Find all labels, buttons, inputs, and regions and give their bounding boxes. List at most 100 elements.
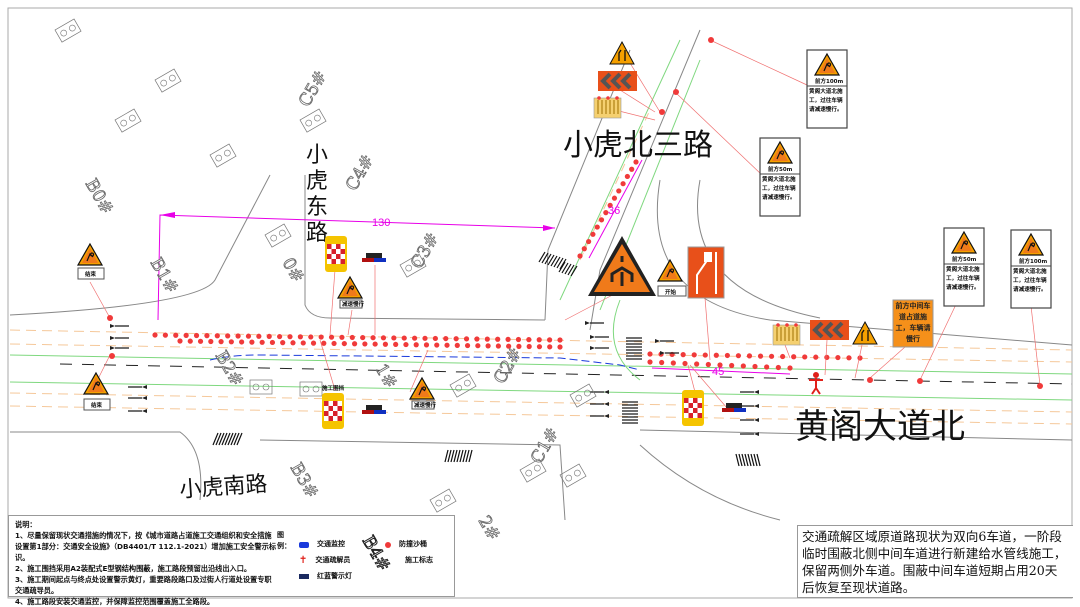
crash-barrel-dot — [239, 339, 245, 345]
dimension-130: 130 — [157, 212, 556, 321]
plot-1: 1# — [371, 361, 401, 393]
enclosure-label: 施工围挡 — [322, 384, 345, 392]
traffic-officer — [809, 372, 823, 395]
crosswalk-stripe — [465, 449, 470, 463]
legend-item-sign: 施工标志 — [405, 556, 433, 564]
crash-barrel-dot — [577, 253, 583, 259]
legend-title: 图例： — [277, 531, 291, 550]
foundation-pad — [399, 253, 427, 278]
crosswalk-stripe — [747, 453, 752, 467]
slow-sign-2: 减速慢行 — [409, 377, 437, 410]
note-item: 2、施工围挡采用A2装配式E型钢结构围蔽，施工路段预留出沿线出入口。 — [15, 564, 252, 573]
crash-barrel-dot — [245, 333, 252, 339]
svg-text:减速慢行: 减速慢行 — [342, 300, 365, 308]
crash-barrel-dot — [717, 362, 723, 368]
crash-barrel-dot — [729, 362, 735, 369]
crash-barrel-dot — [218, 339, 224, 345]
lane-arrow-head — [110, 324, 115, 328]
crosswalk-stripe — [564, 263, 572, 275]
crash-barrel-dot — [370, 335, 376, 341]
lane-lines — [9, 39, 1073, 425]
crosswalk-stripe — [738, 453, 743, 467]
crash-barrel-dot — [526, 337, 532, 343]
crash-barrel-dot — [813, 354, 819, 360]
crash-barrel-dot — [225, 333, 231, 339]
crash-barrel-dot — [341, 340, 347, 347]
legend-item-barrel: 防撞沙桶 — [385, 539, 427, 550]
lane-arrow-head — [585, 321, 590, 325]
plot-c3: C3# — [407, 230, 443, 273]
plot-b2: B2# — [211, 348, 247, 391]
camera-icon — [299, 541, 309, 548]
foundation-pad — [154, 68, 182, 93]
crash-barrel-dot — [624, 173, 630, 180]
barrier-fence — [772, 322, 801, 346]
crash-barrel-dot — [581, 246, 587, 252]
lane-arrow-head — [142, 409, 147, 413]
crash-barrel-dot — [443, 335, 449, 342]
crash-barrel-dot — [757, 353, 764, 359]
crash-barrel-dot — [328, 334, 335, 340]
foundation-pad — [449, 373, 477, 398]
crosswalk-stripe — [550, 255, 558, 267]
svg-text:前方50m: 前方50m — [768, 165, 793, 173]
plot-c5: C5# — [295, 68, 331, 111]
lane-arrow-head — [590, 335, 595, 339]
crash-barrel-dot — [768, 353, 775, 359]
crash-barrel-dot — [846, 355, 852, 361]
crosswalk-stripe — [215, 432, 222, 446]
lane-arrow-head — [754, 404, 759, 408]
crash-barrel-dot — [197, 338, 204, 344]
crash-barrel-dot — [308, 334, 314, 340]
crash-barrel-dot — [297, 334, 303, 340]
crosswalk-stripe — [468, 449, 473, 463]
crash-barrel-dot — [266, 333, 272, 340]
crash-barrel-dot — [590, 231, 596, 237]
svg-text:前方100m: 前方100m — [815, 77, 843, 85]
crash-barrel-dot — [857, 355, 863, 361]
crosswalk-stripe — [453, 449, 458, 463]
sign-post-markers — [107, 37, 1043, 389]
plot-2: 2# — [474, 513, 504, 545]
crash-barrel — [682, 390, 704, 426]
crash-barrel-dot — [824, 354, 830, 360]
lane-arrow-head — [604, 414, 609, 418]
crosswalk-stripe — [547, 254, 555, 266]
barrel-dot-icon — [385, 541, 391, 548]
legend-item-monitor: 交通监控 — [299, 539, 345, 550]
crash-barrel-dot — [780, 353, 786, 360]
crash-barrel-dot — [432, 335, 438, 342]
notes-title: 说明： — [15, 520, 37, 529]
crash-barrel-dot — [694, 361, 700, 367]
crash-barrel-dot — [280, 340, 286, 346]
crash-barrel-dot — [775, 364, 781, 371]
crosswalk-stripe — [741, 453, 746, 467]
crash-barrel-dot — [413, 342, 419, 348]
crosswalk-stripe — [538, 251, 546, 263]
crash-barrel-dot — [331, 340, 337, 347]
plot-markers: B0# B1# B2# B3# C1# C2# C3# C4# C5# 0# 1… — [80, 67, 563, 545]
crash-barrel-dot — [835, 354, 841, 361]
officer-icon: ✝ — [299, 555, 308, 566]
crosswalk-stripe — [212, 432, 219, 446]
note-item: 4、施工路段安装交通监控，并保障监控范围覆盖施工全路段。 — [15, 597, 215, 606]
crash-barrel-dot — [547, 337, 553, 343]
crash-barrel-dot — [152, 332, 158, 338]
crosswalk-stripe — [750, 453, 755, 467]
plot-c1: C1# — [527, 425, 563, 468]
crash-barrel-dot — [349, 334, 355, 341]
drawing-frame — [7, 7, 1073, 599]
crash-barrel-dot — [444, 342, 450, 348]
crosswalk-stripe — [735, 453, 740, 467]
chevron-sign — [808, 318, 851, 342]
crosswalk-stripe — [541, 252, 549, 264]
red-blue-warning-light — [362, 405, 386, 414]
foundation-pad — [299, 381, 323, 397]
crosswalk-stripe — [456, 449, 461, 463]
dimension-label-36: 36 — [608, 205, 620, 217]
svg-text:结束: 结束 — [91, 401, 103, 409]
foundation-pads — [54, 18, 597, 513]
leader-lines — [89, 39, 1041, 409]
plot-0: 0# — [278, 255, 308, 287]
crash-barrel-dot — [670, 360, 676, 366]
